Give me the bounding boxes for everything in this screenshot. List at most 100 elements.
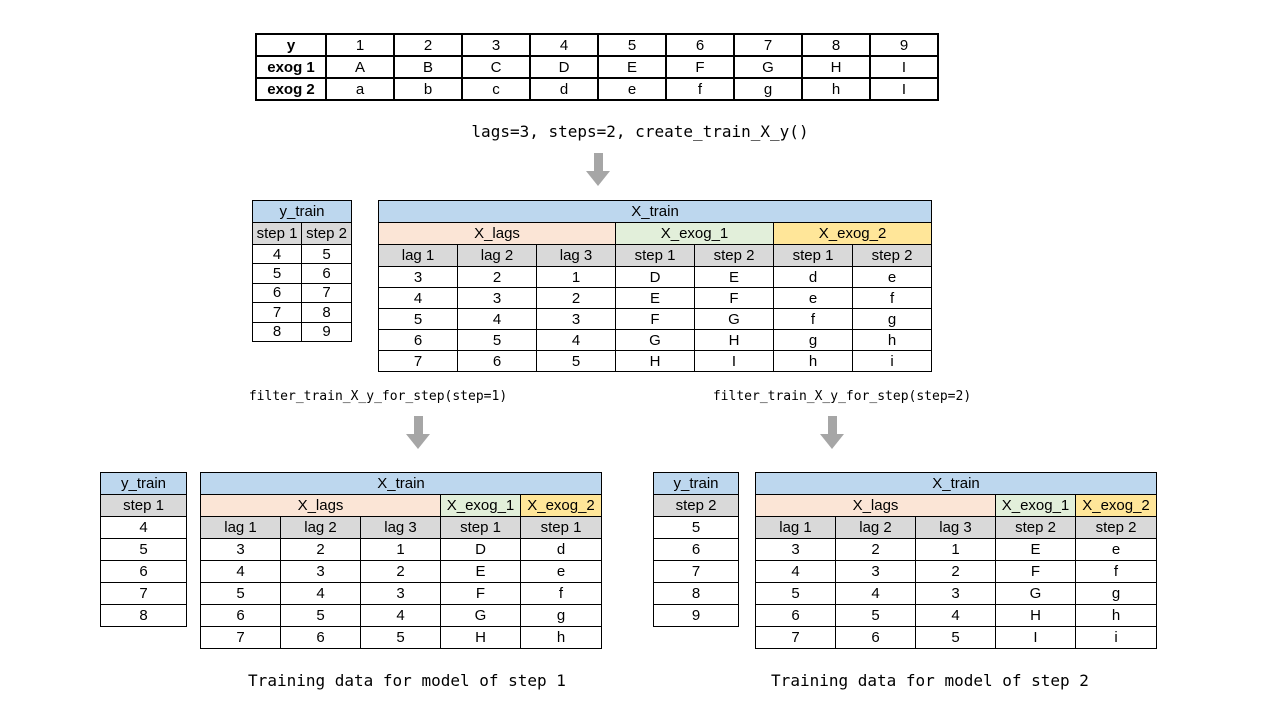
table-cell: 6: [755, 604, 836, 627]
table-cell: 4: [280, 582, 361, 605]
table-row: 4: [100, 516, 187, 539]
header-cell: step 1: [519, 516, 603, 539]
group-header-x-lags: X_lags: [200, 494, 441, 517]
table-cell: A: [325, 55, 395, 79]
header-cell: step 1: [100, 494, 187, 517]
table-cell: f: [773, 308, 853, 330]
table-title: X_train: [199, 472, 603, 495]
table-cell: h: [801, 77, 871, 101]
table-cell: 6: [653, 538, 739, 561]
down-arrow-icon: [812, 416, 852, 449]
table-cell: 7: [653, 560, 739, 583]
table-cell: E: [440, 560, 521, 583]
table-cell: 4: [915, 604, 996, 627]
table-cell: 7: [100, 582, 187, 605]
header-cell: step 2: [653, 494, 739, 517]
table-cell: F: [440, 582, 521, 605]
table-cell: e: [773, 287, 853, 309]
header-cell: lag 3: [536, 244, 616, 267]
table-cell: 2: [536, 287, 616, 309]
table-cell: 8: [801, 33, 871, 57]
table-cell: 3: [835, 560, 916, 583]
arrow-head: [586, 171, 610, 186]
table-cell: D: [615, 266, 695, 288]
header-cell: lag 3: [360, 516, 441, 539]
table-title: y_train: [252, 200, 352, 223]
group-header-x-lags: X_lags: [378, 222, 616, 245]
table-cell: e: [1074, 538, 1158, 561]
table-cell: 8: [252, 321, 302, 342]
table-cell: 1: [360, 538, 441, 561]
table-cell: 4: [835, 582, 916, 605]
table-cell: 1: [536, 266, 616, 288]
header-cell: lag 2: [835, 516, 916, 539]
table-cell: 5: [835, 604, 916, 627]
create-train-label: lags=3, steps=2, create_train_X_y(): [471, 122, 809, 141]
table-cell: 2: [280, 538, 361, 561]
table-cell: D: [529, 55, 599, 79]
table-cell: a: [325, 77, 395, 101]
table-cell: g: [519, 604, 603, 627]
table-cell: 4: [100, 516, 187, 539]
table-cell: h: [519, 626, 603, 649]
table-cell: 9: [653, 604, 739, 627]
table-cell: 3: [200, 538, 281, 561]
table-cell: G: [733, 55, 803, 79]
table-cell: 5: [100, 538, 187, 561]
table-cell: 2: [360, 560, 441, 583]
header-cell: step 1: [440, 516, 521, 539]
table-cell: I: [694, 350, 774, 372]
table-cell: G: [694, 308, 774, 330]
table-cell: 8: [653, 582, 739, 605]
table-cell: 6: [378, 329, 458, 351]
header-cell: step 2: [1074, 516, 1158, 539]
table-cell: 5: [536, 350, 616, 372]
table-cell: 4: [457, 308, 537, 330]
table-cell: 7: [252, 302, 302, 323]
table-cell: 5: [252, 263, 302, 284]
table-cell: h: [851, 329, 933, 351]
table-row: 9: [653, 604, 739, 627]
table-cell: I: [869, 55, 939, 79]
table-cell: d: [529, 77, 599, 101]
header-cell: lag 2: [280, 516, 361, 539]
header-cell: step 1: [773, 244, 853, 267]
caption-step2: Training data for model of step 2: [771, 671, 1089, 690]
arrow-head: [820, 434, 844, 449]
down-arrow-icon: [578, 153, 618, 186]
table-cell: b: [393, 77, 463, 101]
table-cell: i: [1074, 626, 1158, 649]
table-cell: G: [995, 582, 1076, 605]
header-row: step 1: [100, 494, 187, 517]
table-cell: E: [615, 287, 695, 309]
table-cell: 5: [360, 626, 441, 649]
table-row: 6: [653, 538, 739, 561]
table-cell: 4: [755, 560, 836, 583]
table-cell: 3: [536, 308, 616, 330]
table-cell: f: [1074, 560, 1158, 583]
table-cell: 4: [536, 329, 616, 351]
table-cell: h: [1074, 604, 1158, 627]
table-cell: H: [694, 329, 774, 351]
table-cell: 8: [100, 604, 187, 627]
table-cell: 3: [360, 582, 441, 605]
table-cell: I: [869, 77, 939, 101]
